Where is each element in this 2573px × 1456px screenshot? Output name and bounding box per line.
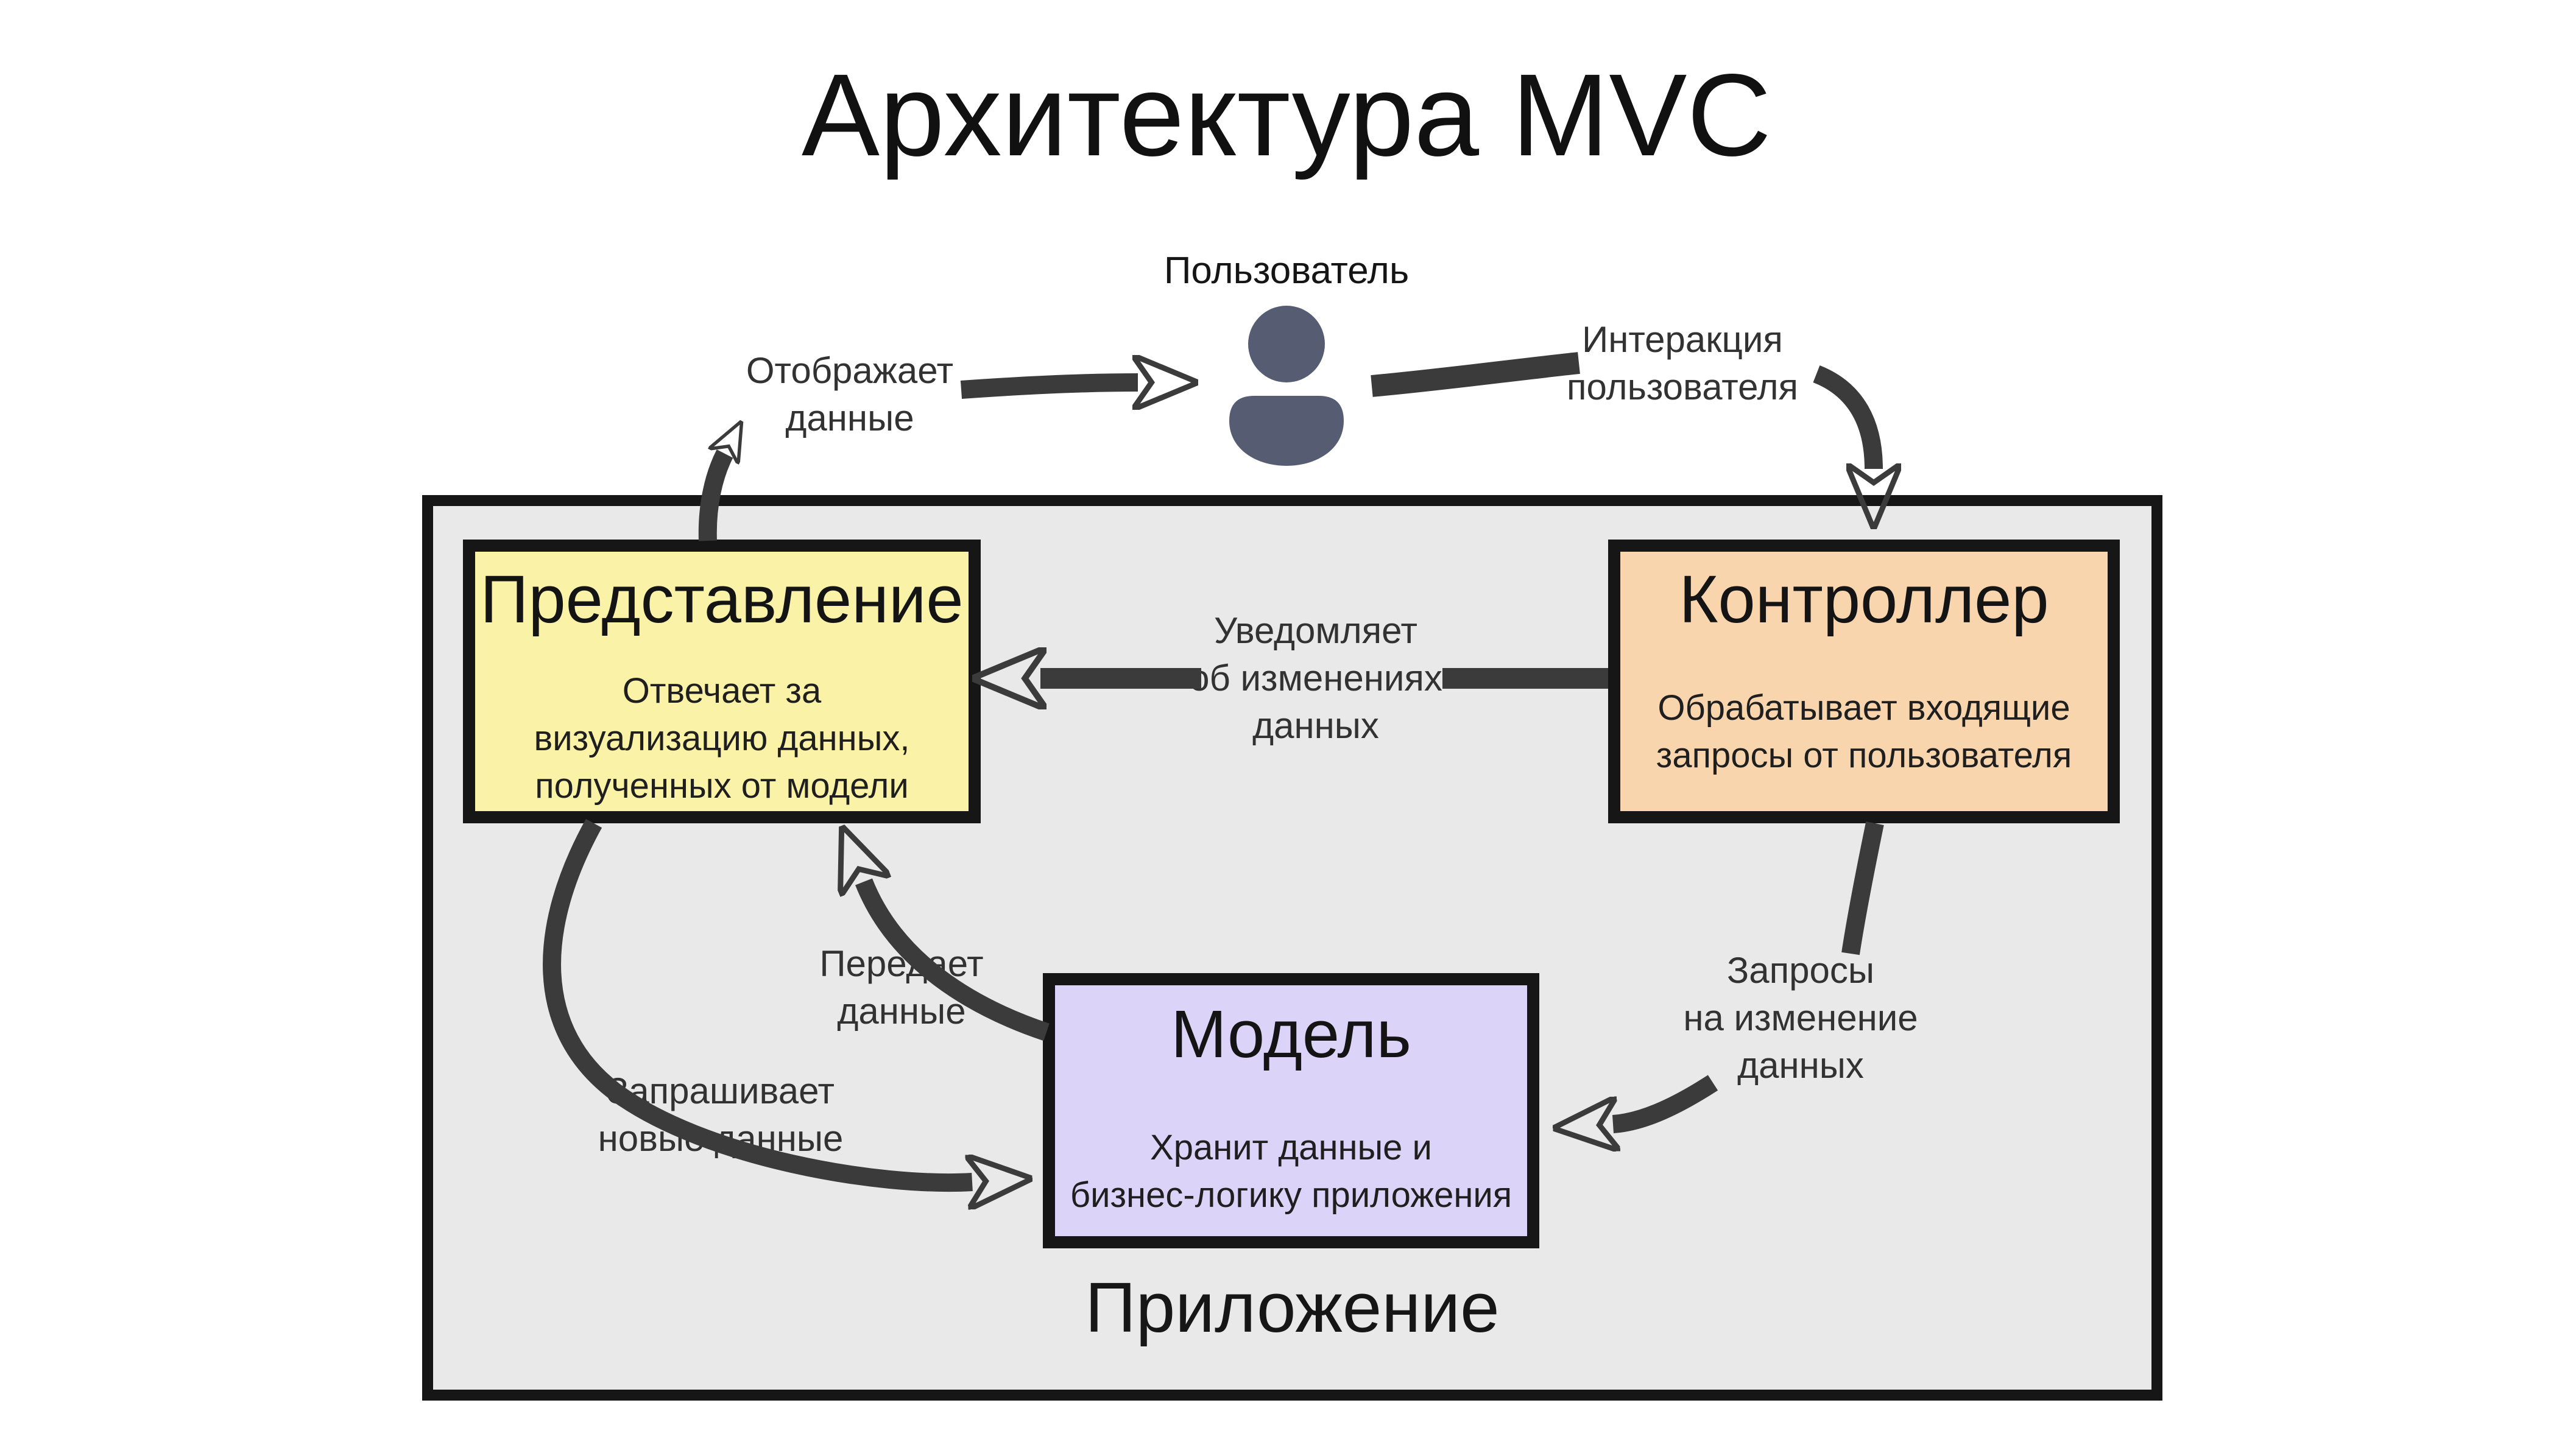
application-label: Приложение: [1085, 1268, 1500, 1348]
model-box-description: Хранит данные и бизнес-логику приложения: [1070, 1128, 1512, 1215]
label-user-interaction: Интеракция пользователя: [1567, 319, 1798, 407]
controller-box: Контроллер Обрабатывает входящие запросы…: [1608, 540, 2120, 823]
model-box-title: Модель: [1171, 997, 1411, 1072]
label-requests-new-data: Запрашивает новые данные: [598, 1071, 844, 1159]
user-icon: [1229, 306, 1344, 466]
label-data-change-requests: Запросы на изменение данных: [1683, 950, 1918, 1086]
controller-box-title: Контроллер: [1679, 562, 2049, 637]
label-notifies-data-changes: Уведомляет об изменениях данных: [1189, 610, 1442, 746]
user-label: Пользователь: [1163, 250, 1410, 292]
label-passes-data: Передает данные: [819, 943, 984, 1032]
model-box: Модель Хранит данные и бизнес-логику при…: [1043, 973, 1539, 1248]
view-box: Представление Отвечает за визуализацию д…: [463, 540, 981, 823]
view-box-title: Представление: [480, 562, 964, 637]
controller-box-description: Обрабатывает входящие запросы от пользов…: [1656, 688, 2072, 775]
view-box-description: Отвечает за визуализацию данных, получен…: [534, 671, 910, 806]
page-title: Архитектура MVC: [801, 49, 1772, 180]
label-displays-data: Отображает данные: [746, 350, 954, 438]
